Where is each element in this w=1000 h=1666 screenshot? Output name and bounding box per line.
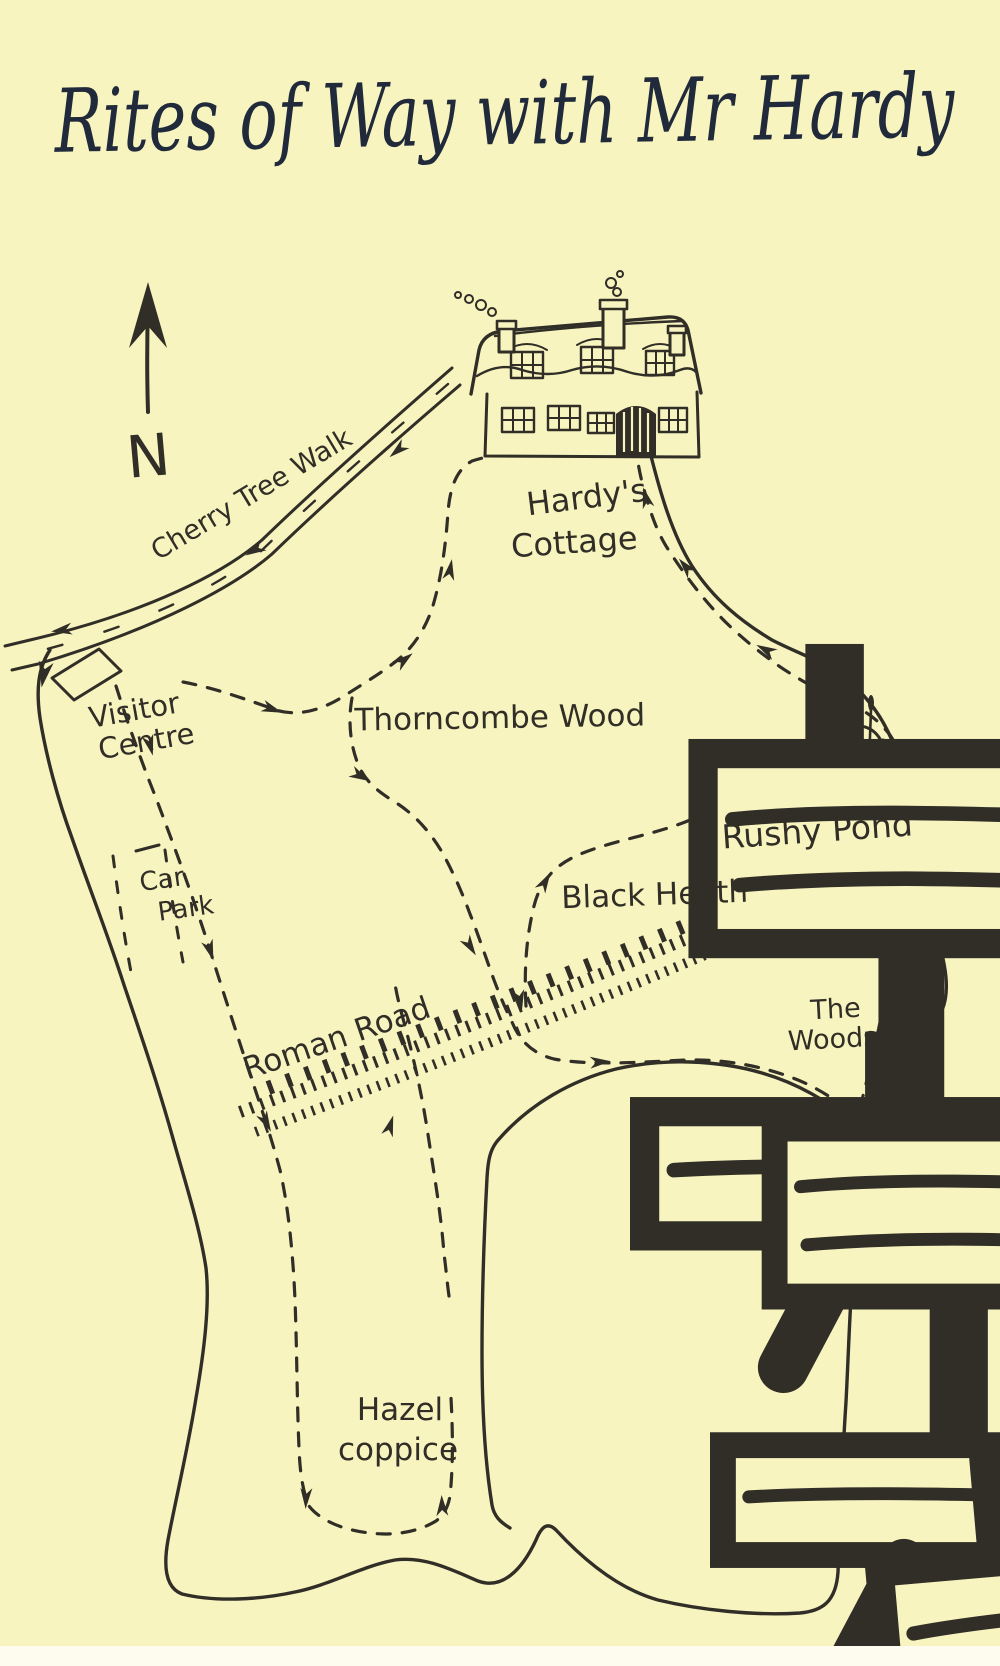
label-hazel-coppice-2: coppice bbox=[338, 1432, 458, 1468]
cherry-tree-walk-road bbox=[3, 366, 462, 672]
label-thorncombe-wood: Thorncombe Wood bbox=[353, 697, 645, 738]
path-to-cottage bbox=[181, 444, 636, 715]
walking-paths bbox=[114, 444, 906, 1536]
path-hazel-up bbox=[393, 982, 451, 1298]
north-arrow-icon: N bbox=[124, 282, 173, 492]
label-the-woods-2: Woods bbox=[787, 1022, 878, 1058]
label-cherry-tree-walk: Cherry Tree Walk bbox=[146, 422, 358, 566]
chimney-smoke bbox=[454, 270, 624, 317]
label-hazel-coppice-1: Hazel bbox=[357, 1392, 443, 1428]
map-title: Rites of Way with Mr Hardy bbox=[52, 54, 956, 173]
visitor-centre-building bbox=[50, 647, 123, 702]
car-park-area bbox=[111, 843, 185, 974]
path-left-route bbox=[114, 684, 454, 1536]
path-thorncombe-down bbox=[348, 696, 860, 1121]
label-car-park-2: Park bbox=[156, 890, 216, 928]
compass-label: N bbox=[124, 420, 173, 492]
label-black-heath: Black Heath bbox=[561, 874, 749, 917]
label-hardys-cottage-1: Hardy's bbox=[524, 471, 649, 523]
label-hardys-cottage-2: Cottage bbox=[510, 519, 639, 566]
label-the-woods-1: The bbox=[809, 993, 862, 1027]
paper-edge bbox=[0, 1646, 1000, 1666]
cottage-icon bbox=[454, 270, 703, 459]
label-car-park-1: Car bbox=[138, 862, 187, 898]
